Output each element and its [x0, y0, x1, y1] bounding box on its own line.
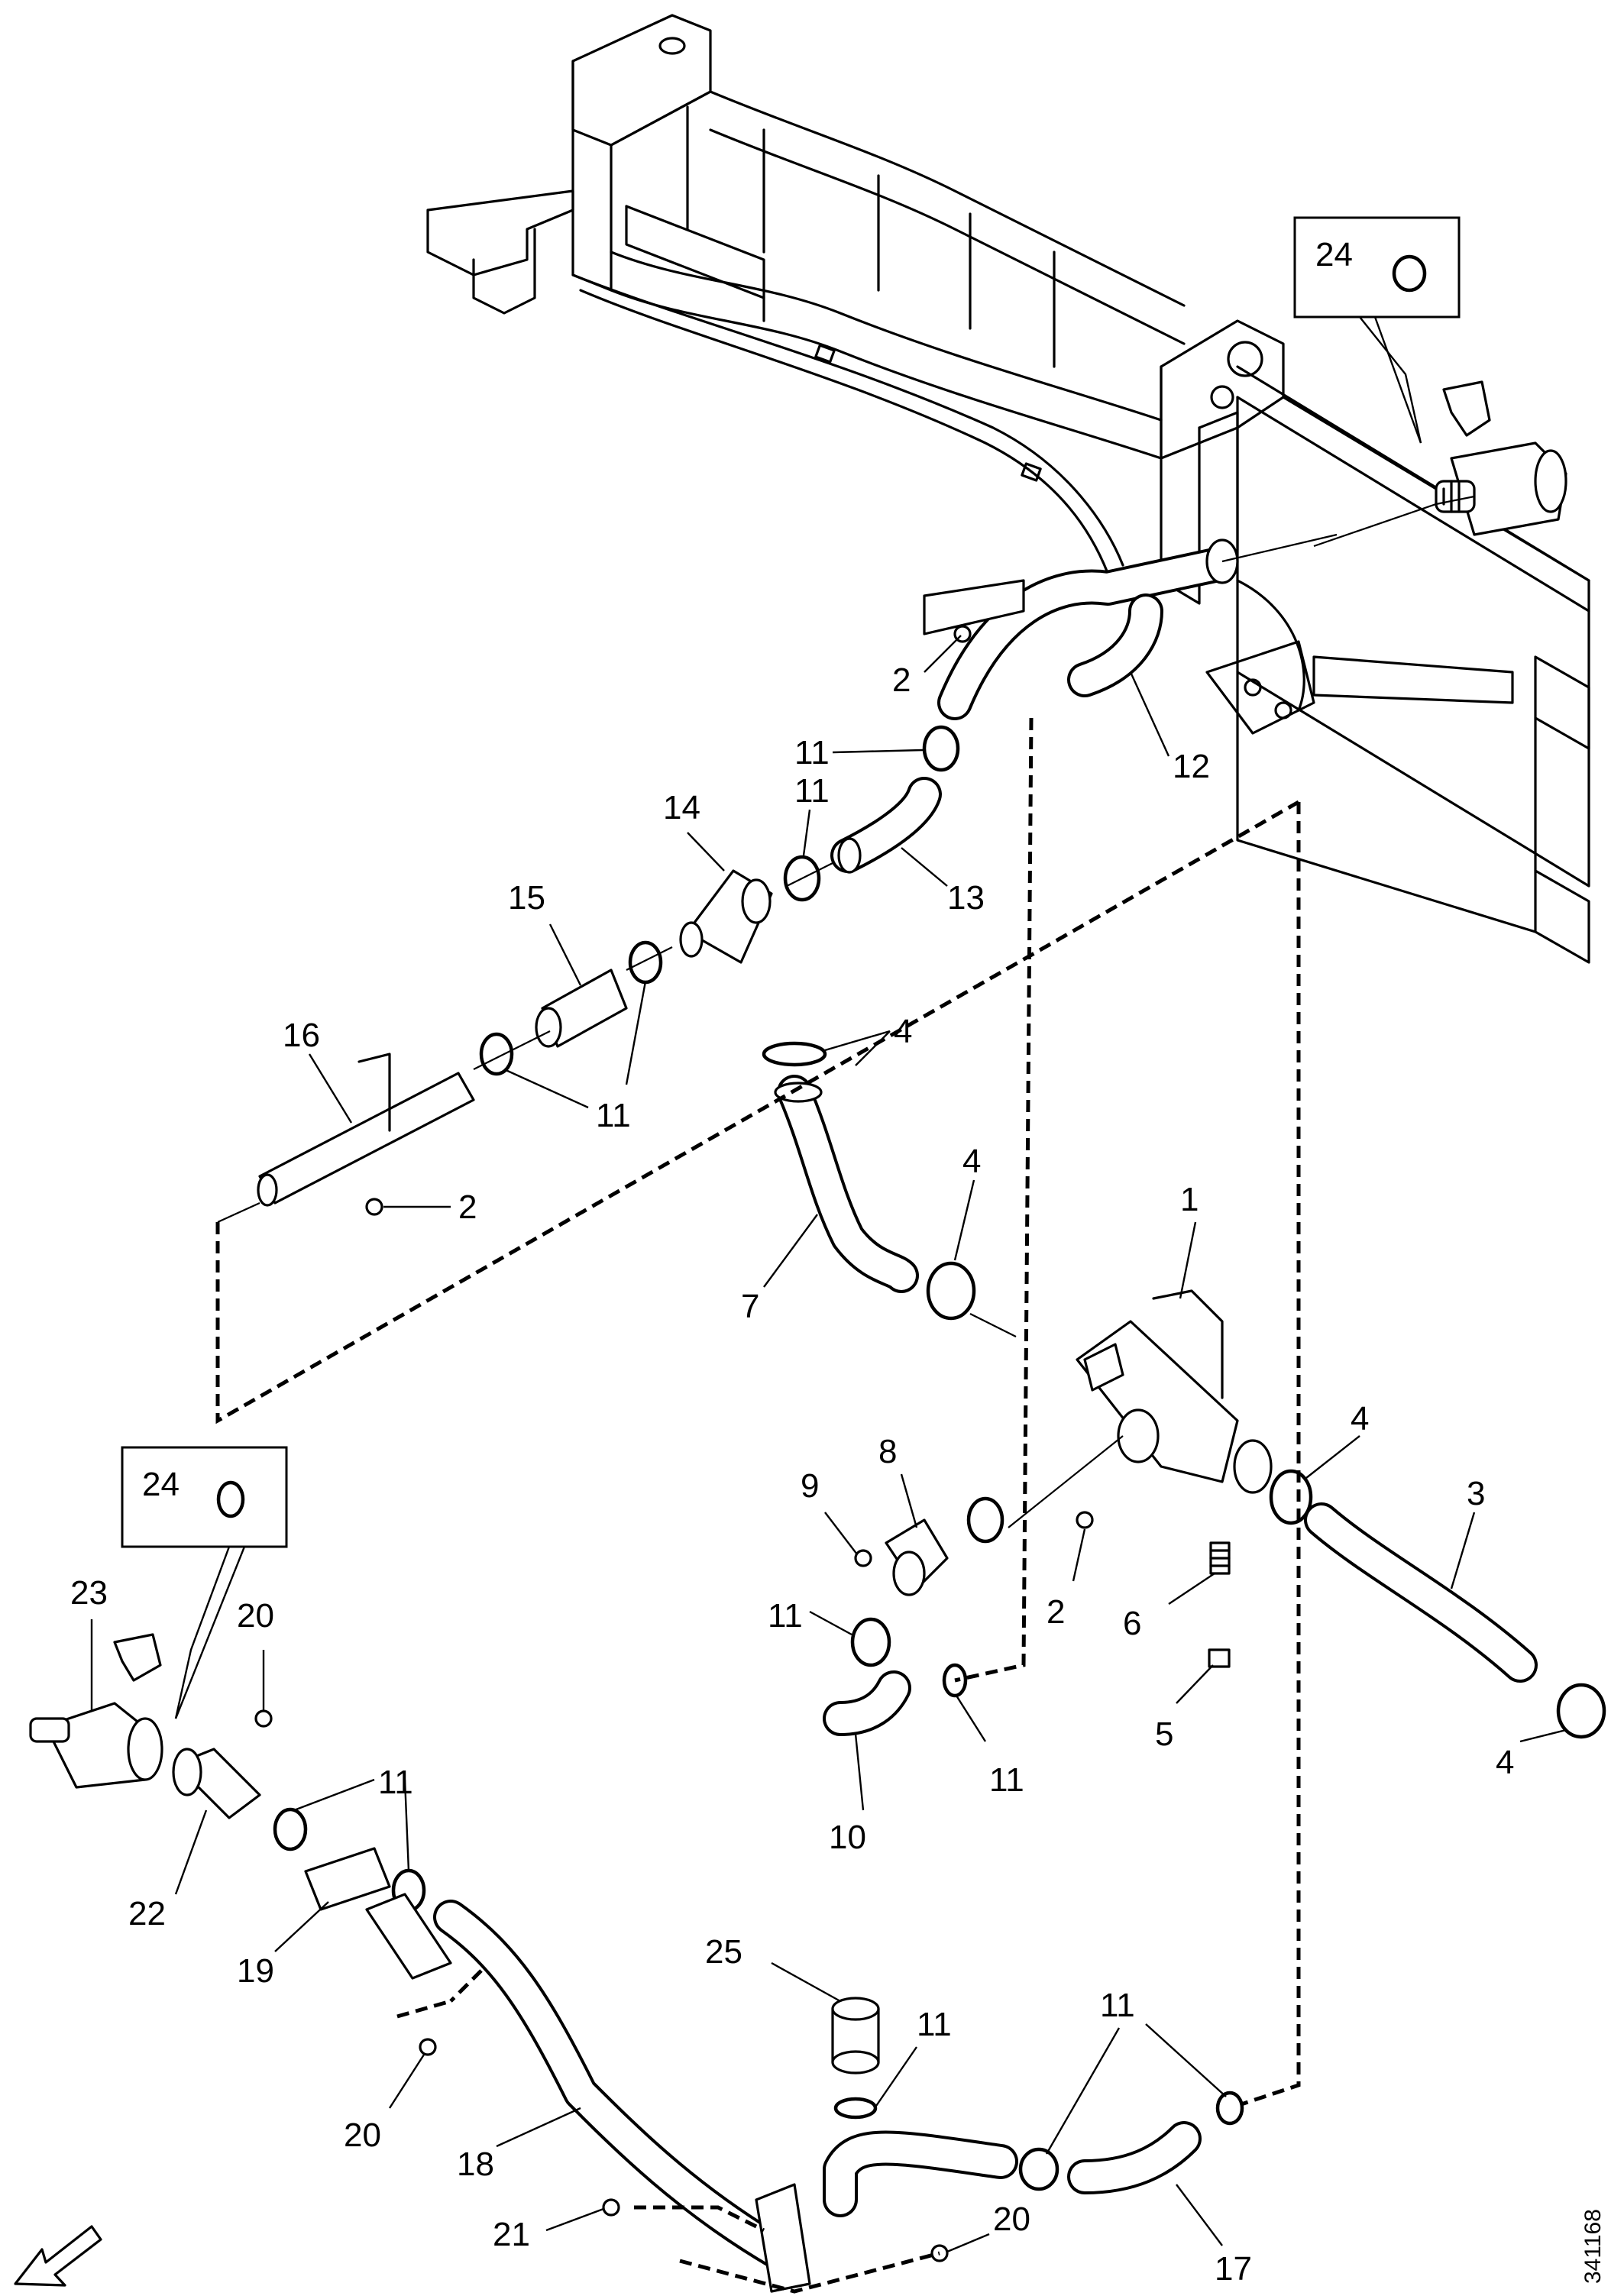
- callout-20: 20: [237, 1597, 274, 1635]
- callout-18: 18: [457, 2146, 494, 2183]
- callout-11: 11: [794, 734, 830, 771]
- hose-3: [1269, 1469, 1606, 1739]
- hose-13: [783, 725, 960, 902]
- callout-9: 9: [801, 1467, 819, 1505]
- callout-12: 12: [1173, 748, 1210, 785]
- plug-5-6: [1076, 1511, 1231, 1668]
- callout-4: 4: [1351, 1400, 1369, 1437]
- callout-4: 4: [962, 1143, 981, 1180]
- sleeve-19: [273, 1807, 426, 1913]
- pipe-16: [257, 1053, 475, 1216]
- connector-lines: [473, 495, 1475, 1528]
- manifold-1: [1076, 1289, 1273, 1494]
- callout-11: 11: [989, 1761, 1024, 1799]
- reference-code: 341168: [1580, 2209, 1606, 2284]
- callout-20: 20: [993, 2201, 1030, 2238]
- callout-11: 11: [378, 1764, 413, 1801]
- callout-2: 2: [892, 661, 911, 699]
- o-ring-icon: [1392, 254, 1427, 293]
- callout-24-top: 24: [1315, 236, 1353, 273]
- pipe-18: [365, 1893, 811, 2293]
- callout-13: 13: [947, 879, 985, 917]
- cap-25: [831, 1997, 880, 2120]
- callout-3: 3: [1467, 1475, 1485, 1512]
- callout-11: 11: [1100, 1987, 1135, 2024]
- callout-7: 7: [741, 1288, 759, 1325]
- callout-11: 11: [596, 1097, 631, 1134]
- callout-8: 8: [878, 1433, 897, 1470]
- callout-2: 2: [1047, 1593, 1065, 1631]
- callout-6: 6: [1123, 1605, 1141, 1642]
- callout-20: 20: [344, 2117, 381, 2154]
- drain-valve-top: [1435, 380, 1567, 536]
- hose-17: [823, 2091, 1244, 2217]
- callout-17: 17: [1215, 2250, 1252, 2288]
- callout-10: 10: [829, 1819, 866, 1856]
- coupler-14: [679, 869, 773, 964]
- bolts: [254, 625, 972, 2262]
- routing-lines: [215, 717, 1301, 2294]
- drain-valve-bottom: [29, 1633, 163, 1789]
- callout-19: 19: [237, 1952, 274, 1990]
- fitting-22: [172, 1748, 261, 1819]
- callout-1: 1: [1180, 1181, 1199, 1218]
- pipe-12: [923, 538, 1239, 720]
- callout-16: 16: [283, 1017, 320, 1054]
- direction-arrow-icon: [14, 2225, 102, 2287]
- callout-11: 11: [917, 2006, 952, 2043]
- housing-8: [850, 1496, 1004, 1667]
- hose-10: [823, 1663, 968, 1736]
- callouts: 2 12 11 13 11 14 15 11 16 2 4 4: [70, 635, 1567, 2288]
- callout-11: 11: [794, 772, 830, 810]
- callout-14: 14: [663, 789, 700, 826]
- callout-15: 15: [508, 879, 545, 917]
- inset-24-bottom: 24: [121, 1446, 288, 1719]
- inset-24-top: 24: [1293, 216, 1461, 444]
- callout-21: 21: [493, 2216, 530, 2253]
- callout-23: 23: [70, 1574, 108, 1612]
- callout-5: 5: [1155, 1716, 1173, 1753]
- hose-7: [762, 1041, 976, 1321]
- callout-11: 11: [768, 1597, 803, 1635]
- callout-4: 4: [1496, 1744, 1514, 1781]
- frame-crossmember: [426, 14, 1590, 964]
- callout-25: 25: [705, 1933, 742, 1971]
- callout-2: 2: [458, 1188, 477, 1226]
- callout-24-bottom: 24: [142, 1466, 180, 1503]
- callout-22: 22: [128, 1895, 166, 1932]
- o-ring-icon: [216, 1480, 245, 1518]
- sleeve-15: [479, 940, 663, 1076]
- callout-4: 4: [894, 1013, 912, 1050]
